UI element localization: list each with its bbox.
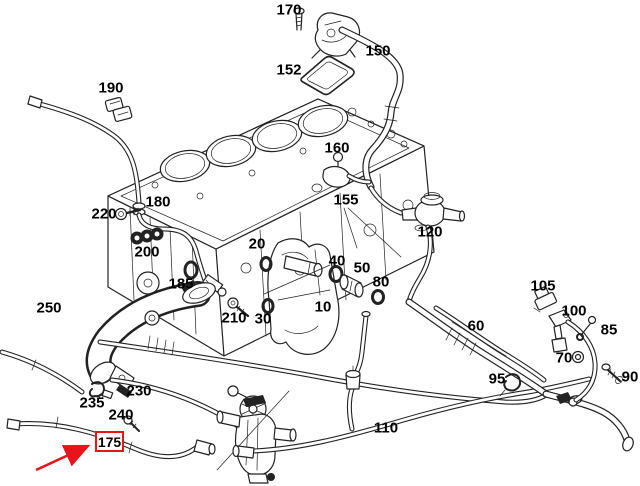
part-label-240[interactable]: 240 (108, 406, 134, 424)
part-label-220[interactable]: 220 (91, 205, 117, 223)
hose-110 (232, 365, 592, 459)
leader-155 (343, 207, 402, 258)
seal-rings-200 (130, 227, 164, 245)
part-label-10[interactable]: 10 (314, 298, 332, 316)
clip-235 (88, 381, 114, 400)
bolt-240 (123, 415, 140, 432)
part-label-40[interactable]: 40 (328, 252, 346, 270)
bolt-85 (576, 315, 597, 341)
vertical-pipe (352, 310, 371, 378)
connector-105 (533, 286, 558, 313)
bolt-220 (114, 207, 142, 221)
cylinder-bores (159, 104, 349, 183)
part-label-210[interactable]: 210 (221, 309, 247, 327)
highlight-box-175: 175 (95, 431, 124, 452)
part-label-175[interactable]: 175 (97, 433, 122, 450)
part-label-250[interactable]: 250 (36, 299, 62, 317)
part-label-230[interactable]: 230 (126, 382, 152, 400)
seal-ring-80 (371, 289, 385, 305)
seal-ring-30 (261, 298, 275, 314)
part-label-30[interactable]: 30 (254, 310, 272, 328)
thermostat-120 (401, 192, 466, 305)
long-lower-hose (97, 335, 549, 405)
part-label-190[interactable]: 190 (98, 79, 124, 97)
part-label-20[interactable]: 20 (248, 235, 266, 253)
part-label-160[interactable]: 160 (324, 139, 350, 157)
oil-cooler-10 (267, 238, 340, 355)
seal-ring-20 (259, 256, 273, 272)
gasket-152 (300, 55, 355, 96)
part-label-105[interactable]: 105 (530, 277, 556, 295)
part-label-70[interactable]: 70 (555, 349, 573, 367)
washer-70 (571, 350, 585, 364)
charge-duct-250 (85, 280, 216, 398)
part-label-50[interactable]: 50 (353, 259, 371, 277)
fitting-100 (548, 309, 598, 403)
part-label-170[interactable]: 170 (276, 1, 302, 19)
hose-150 (338, 26, 404, 216)
part-label-95[interactable]: 95 (488, 370, 506, 388)
aux-water-pump (216, 395, 297, 484)
leader-60 (451, 321, 507, 357)
part-label-155[interactable]: 155 (333, 191, 359, 209)
part-label-180[interactable]: 180 (145, 193, 171, 211)
hose-175 (6, 416, 216, 460)
part-label-90[interactable]: 90 (621, 368, 639, 386)
clip-190 (104, 96, 133, 123)
bolt-90 (601, 363, 623, 384)
part-label-150[interactable]: 150 (365, 42, 391, 60)
part-label-85[interactable]: 85 (600, 321, 618, 339)
leader-line-lower (216, 390, 290, 471)
highlight-arrow (35, 444, 91, 472)
short-hose-left (0, 349, 85, 395)
part-label-200[interactable]: 200 (134, 243, 160, 261)
part-label-60[interactable]: 60 (467, 317, 485, 335)
bolt-210 (227, 297, 250, 318)
part-label-100[interactable]: 100 (561, 302, 587, 320)
leader-40 (263, 264, 331, 295)
seal-ring-40 (328, 265, 344, 283)
part-label-120[interactable]: 120 (417, 223, 443, 241)
part-label-185[interactable]: 185 (168, 275, 194, 293)
bolt-fitting-160 (311, 151, 372, 193)
clip-95 (499, 373, 522, 397)
part-label-80[interactable]: 80 (372, 273, 390, 291)
sleeve-50 (339, 274, 364, 298)
part-label-152[interactable]: 152 (276, 61, 302, 79)
part-label-110[interactable]: 110 (373, 419, 399, 437)
bolt-170 (293, 7, 305, 31)
part-label-235[interactable]: 235 (79, 394, 105, 412)
seal-ring-185 (183, 260, 199, 280)
coolant-pipe-180 (27, 95, 209, 286)
